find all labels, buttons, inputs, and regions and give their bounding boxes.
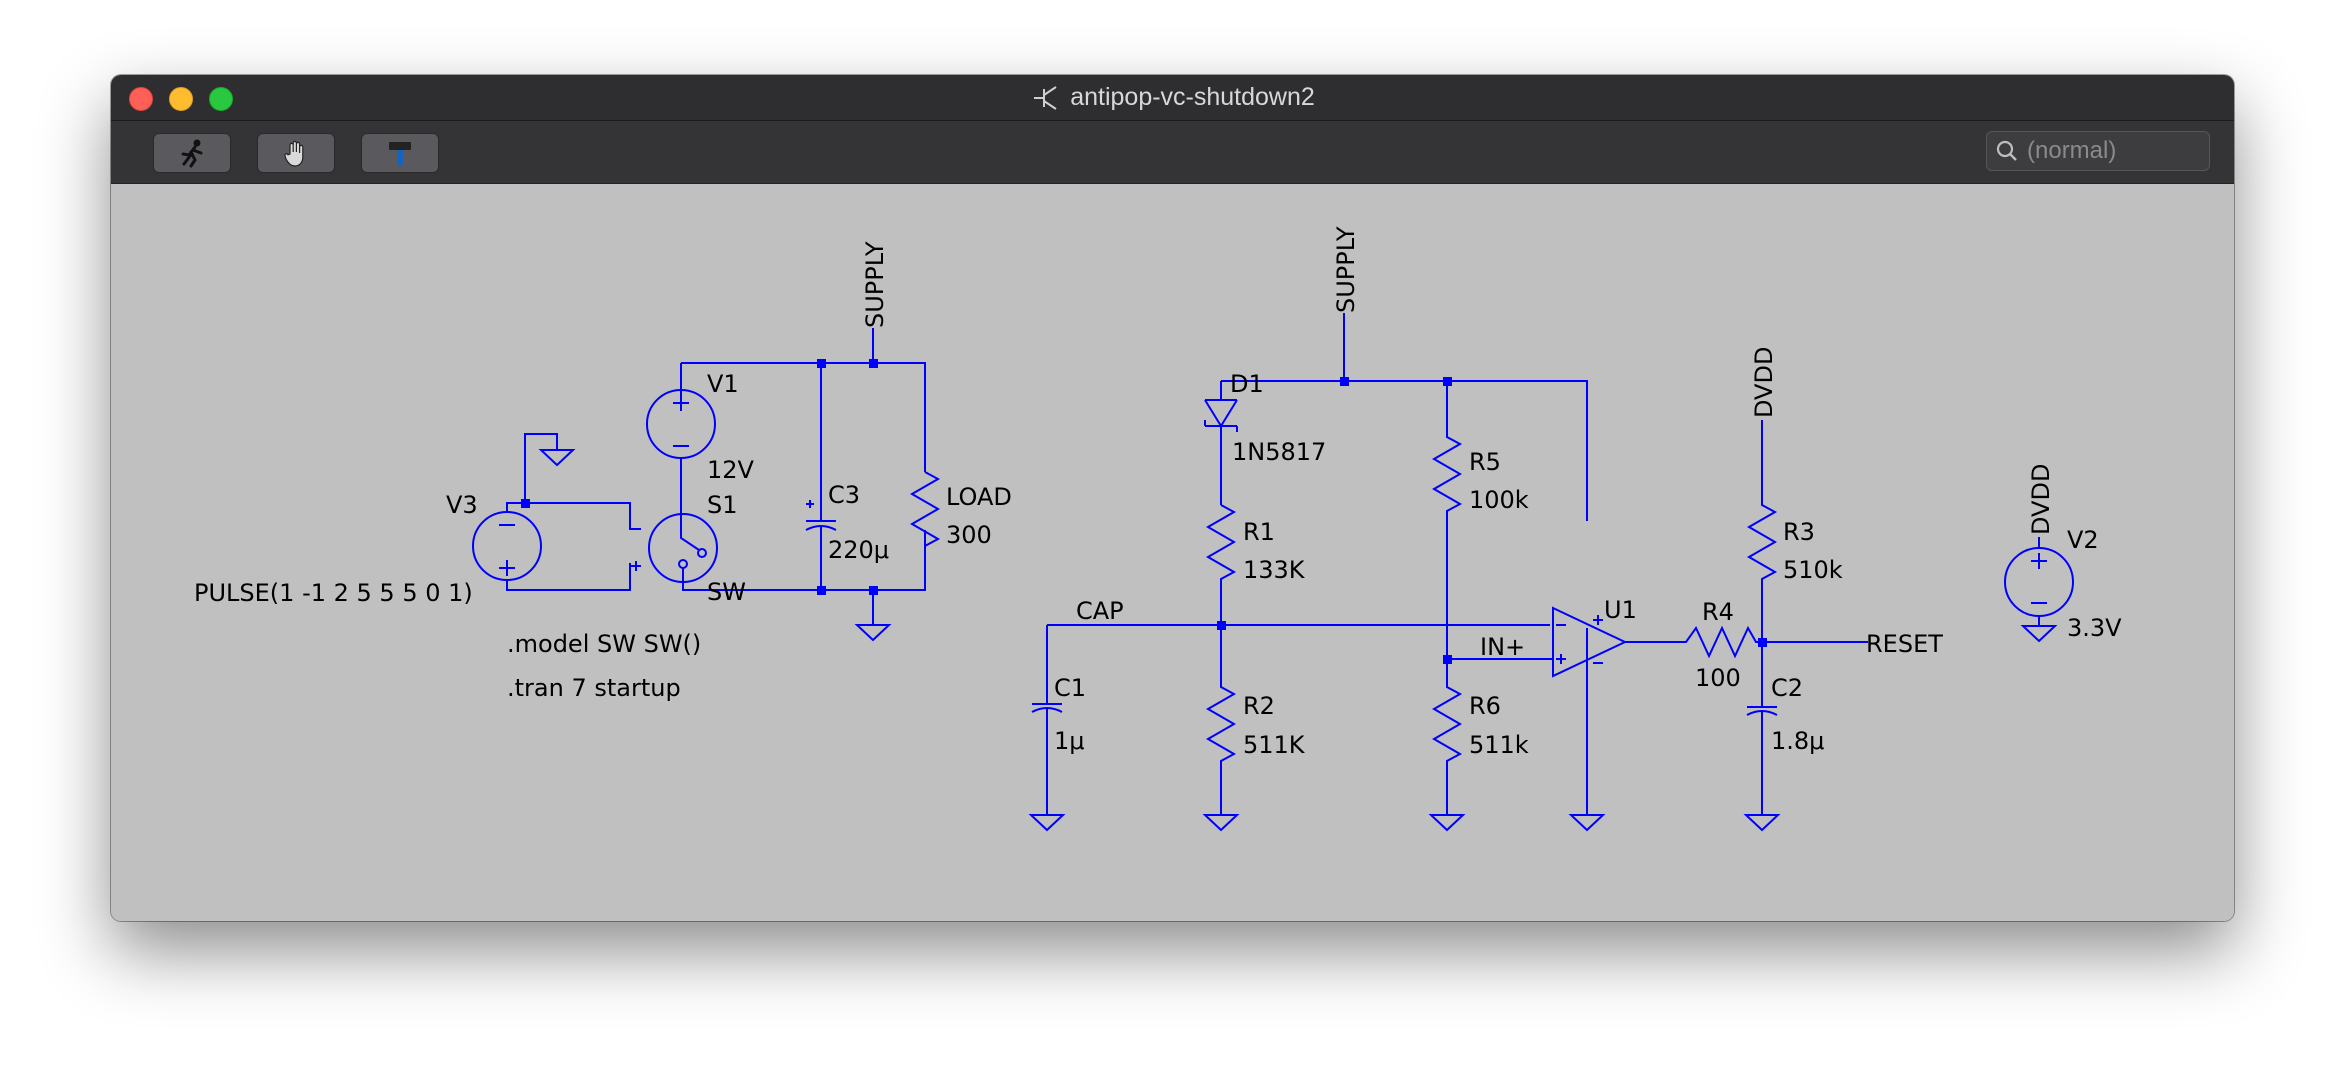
d1-diode-symbol (1204, 381, 1238, 505)
window-title: antipop-vc-shutdown2 (1070, 83, 1315, 111)
build-button[interactable] (361, 133, 439, 173)
ground-symbol (1428, 814, 1466, 832)
v1-value: 12V (707, 456, 755, 484)
r2-value: 511K (1243, 731, 1306, 759)
r6-resistor-symbol (1431, 659, 1463, 815)
net-label-supply: SUPPLY (1332, 226, 1360, 313)
search-icon (1996, 140, 2017, 161)
v2-name: V2 (2067, 526, 2099, 554)
r4-name: R4 (1702, 598, 1734, 626)
load-name: LOAD (946, 483, 1012, 511)
c2-name: C2 (1771, 674, 1803, 702)
load-value: 300 (946, 521, 992, 549)
spice-directive[interactable]: .model SW SW() (507, 630, 701, 658)
r6-name: R6 (1469, 692, 1501, 720)
c2-capacitor-symbol (1743, 642, 1781, 832)
c1-value: 1μ (1054, 727, 1085, 755)
net-label-dvdd: DVDD (2027, 464, 2055, 535)
s1-name: S1 (707, 491, 738, 519)
ground-symbol (1568, 628, 1606, 832)
hammer-icon (389, 142, 411, 166)
r1-name: R1 (1243, 518, 1275, 546)
v3-value: PULSE(1 -1 2 5 5 5 0 1) (194, 579, 473, 607)
r5-value: 100k (1469, 486, 1529, 514)
close-window-button[interactable] (129, 87, 153, 111)
switch-blade (680, 510, 700, 551)
ground-symbol (1202, 814, 1240, 832)
wire (681, 362, 926, 472)
minimize-window-button[interactable] (169, 87, 193, 111)
c1-capacitor-symbol (1031, 624, 1550, 815)
halt-button[interactable] (257, 133, 335, 173)
r3-name: R3 (1783, 518, 1815, 546)
ground-symbol (1028, 814, 1066, 832)
c1-name: C1 (1054, 674, 1086, 702)
maximize-window-button[interactable] (209, 87, 233, 111)
spice-directive[interactable]: .tran 7 startup (507, 674, 681, 702)
ground-symbol (524, 433, 576, 503)
hand-icon (284, 140, 304, 167)
r3-value: 510k (1783, 556, 1843, 584)
net-label-dvdd: DVDD (1750, 347, 1778, 418)
r2-name: R2 (1243, 692, 1275, 720)
net-label-cap: CAP (1076, 597, 1124, 625)
ground-symbol (854, 590, 892, 642)
schematic-canvas[interactable]: SUPPLY SUPPLY DVDD DVDD SW CAP IN+ RESET… (111, 184, 2234, 921)
r5-resistor-symbol (1431, 381, 1463, 659)
load-resistor-symbol (909, 471, 941, 590)
r6-value: 511k (1469, 731, 1529, 759)
d1-name: D1 (1230, 370, 1264, 398)
wire (506, 502, 631, 591)
r4-value: 100 (1695, 664, 1741, 692)
r3-resistor-symbol (1746, 420, 1778, 642)
run-icon (181, 139, 203, 168)
net-label-reset: RESET (1866, 630, 1943, 658)
r5-name: R5 (1469, 448, 1501, 476)
search-box[interactable] (1986, 131, 2210, 171)
r2-resistor-symbol (1205, 625, 1237, 815)
search-input[interactable] (2025, 136, 2199, 166)
r1-value: 133K (1243, 556, 1306, 584)
run-button[interactable] (153, 133, 231, 173)
net-label-in-plus: IN+ (1480, 633, 1525, 661)
ground-symbol (2020, 616, 2058, 643)
v3-name: V3 (446, 491, 478, 519)
c2-value: 1.8μ (1771, 727, 1824, 755)
u1-opamp-symbol (1552, 606, 1628, 678)
title-bar: antipop-vc-shutdown2 (111, 75, 2234, 121)
d1-value: 1N5817 (1232, 438, 1326, 466)
net-label-sw: SW (707, 578, 746, 606)
app-window: antipop-vc-shutdown2 (111, 75, 2234, 921)
schematic-document-icon (1034, 85, 1057, 110)
u1-name: U1 (1604, 596, 1637, 624)
c3-name: C3 (828, 481, 860, 509)
c3-value: 220μ (828, 536, 889, 564)
schematic-drawing: SUPPLY SUPPLY DVDD DVDD SW CAP IN+ RESET… (194, 226, 2122, 832)
net-label-supply: SUPPLY (861, 241, 889, 328)
toolbar (111, 121, 2234, 184)
r1-resistor-symbol (1205, 504, 1237, 625)
v1-name: V1 (707, 370, 739, 398)
r4-resistor-symbol (1625, 625, 1868, 659)
v2-value: 3.3V (2067, 614, 2122, 642)
c3-capacitor-symbol (805, 363, 837, 590)
